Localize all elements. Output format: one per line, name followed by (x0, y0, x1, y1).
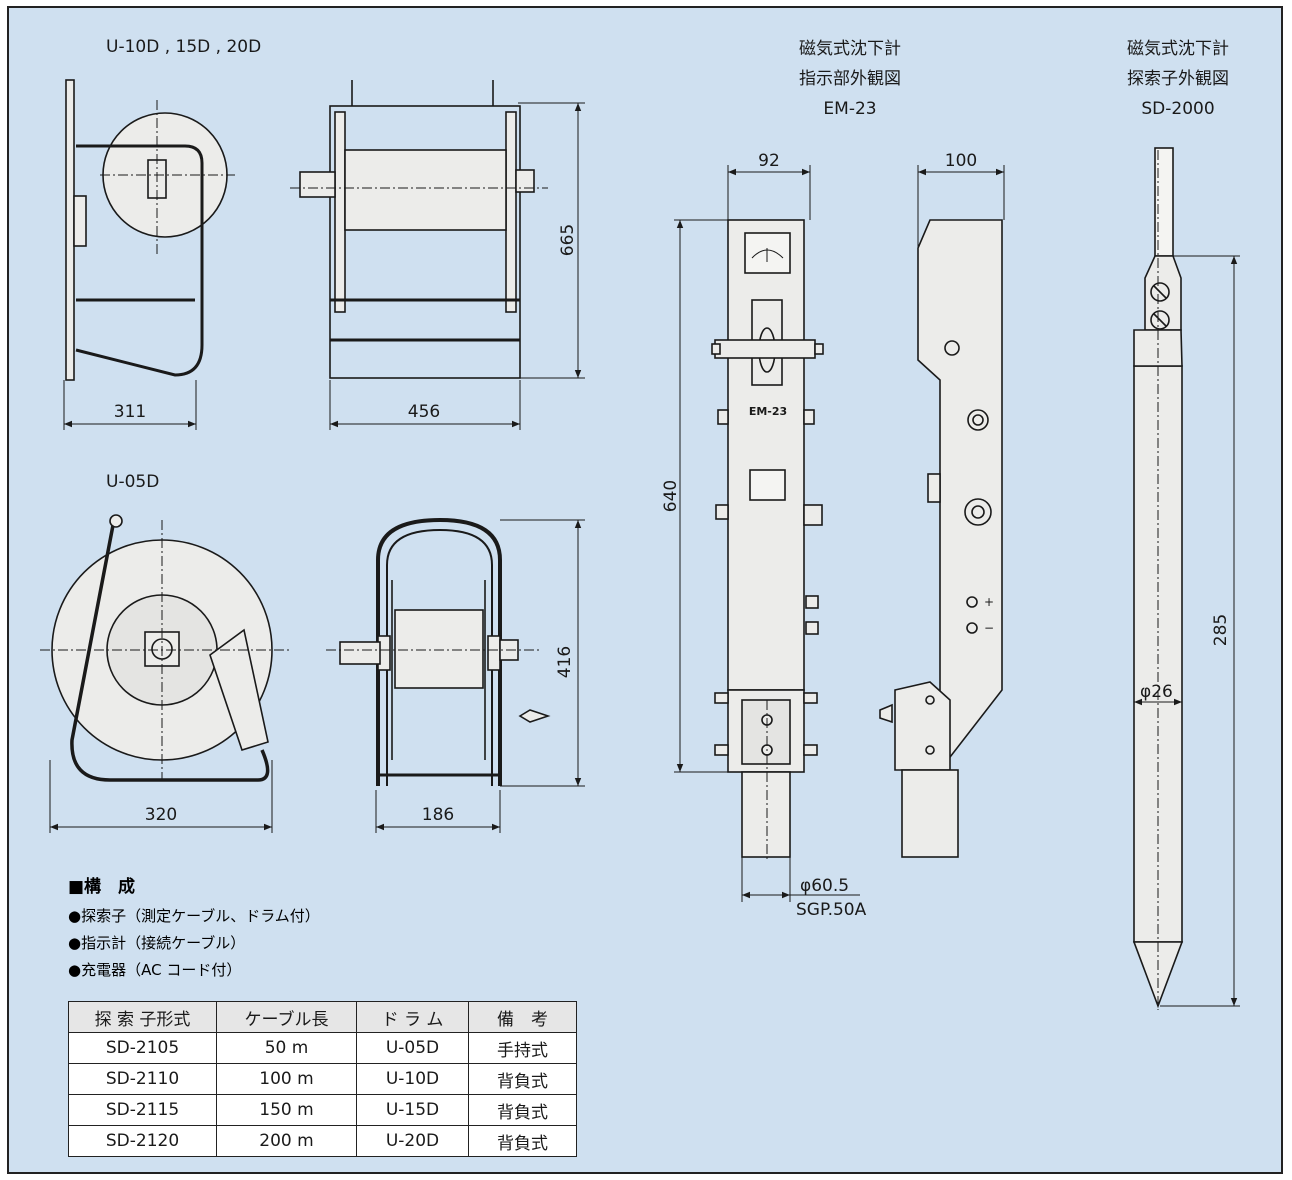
dim-pipe-diameter: φ60.5 (800, 876, 849, 896)
dim-probe-diameter: φ26 (1140, 682, 1173, 702)
title-probe-line2: 探索子外観図 (1127, 69, 1229, 89)
probe-view (1132, 147, 1184, 1010)
title-indicator-line2: 指示部外観図 (799, 69, 901, 89)
table-cell: SD-2110 (68, 1063, 217, 1095)
table-cell: 背負式 (468, 1125, 577, 1157)
parts-item: ●探索子（測定ケーブル、ドラム付） (68, 907, 320, 925)
spec-table: 探 索 子形式 ケーブル長 ド ラ ム 備 考 SD-2105 50 m U-0… (68, 1001, 577, 1157)
indicator-model-label: EM-23 (749, 405, 787, 418)
table-cell: 150 m (216, 1094, 357, 1126)
parts-heading: ■構 成 (68, 877, 136, 897)
dim-indicator-height: 640 (661, 480, 681, 512)
table-cell: U-20D (356, 1125, 469, 1157)
dim-drum-small-height: 416 (555, 646, 575, 678)
table-cell: SD-2105 (68, 1032, 217, 1064)
header-cable-length: ケーブル長 (216, 1001, 357, 1033)
title-probe-line1: 磁気式沈下計 (1127, 39, 1229, 59)
table-row: SD-2120 200 m U-20D 背負式 (68, 1125, 577, 1157)
table-row: SD-2105 50 m U-05D 手持式 (68, 1032, 577, 1064)
table-cell: SD-2115 (68, 1094, 217, 1126)
title-indicator-line3: EM-23 (823, 99, 877, 119)
dim-pipe-spec: SGP.50A (796, 900, 867, 920)
dim-probe-length: 285 (1211, 614, 1231, 646)
table-row: SD-2110 100 m U-10D 背負式 (68, 1063, 577, 1095)
table-header-row: 探 索 子形式 ケーブル長 ド ラ ム 備 考 (68, 1001, 577, 1033)
table-cell: 200 m (216, 1125, 357, 1157)
header-drum: ド ラ ム (356, 1001, 469, 1033)
dim-drum-large-front-width: 311 (114, 402, 146, 422)
table-cell: 50 m (216, 1032, 357, 1064)
dim-indicator-side-width: 100 (945, 151, 977, 171)
parts-item: ●充電器（AC コード付） (68, 961, 242, 979)
title-indicator-line1: 磁気式沈下計 (799, 39, 901, 59)
title-indicator: 磁気式沈下計 指示部外観図 EM-23 (770, 34, 930, 124)
dim-drum-large-height: 665 (558, 224, 578, 256)
table-row: SD-2115 150 m U-15D 背負式 (68, 1094, 577, 1126)
table-cell: 手持式 (468, 1032, 577, 1064)
drum-large-front-view (65, 79, 235, 381)
table-cell: U-15D (356, 1094, 469, 1126)
table-cell: 100 m (216, 1063, 357, 1095)
dimension-lines (49, 102, 1240, 1007)
minus-terminal-label: − (984, 621, 994, 635)
indicator-front-view (711, 219, 824, 860)
table-cell: U-05D (356, 1032, 469, 1064)
parts-list: ■構 成 ●探索子（測定ケーブル、ドラム付） ●指示計（接続ケーブル） ●充電器… (68, 872, 320, 984)
table-cell: 背負式 (468, 1063, 577, 1095)
parts-item: ●指示計（接続ケーブル） (68, 934, 246, 952)
drum-large-side-view (290, 80, 548, 379)
table-cell: U-10D (356, 1063, 469, 1095)
dim-drum-large-side-width: 456 (408, 402, 440, 422)
table-cell: SD-2120 (68, 1125, 217, 1157)
dim-indicator-front-width: 92 (758, 151, 780, 171)
indicator-side-view (879, 219, 1003, 858)
title-probe-line3: SD-2000 (1141, 99, 1215, 119)
title-drum-small: U-05D (106, 472, 160, 492)
dim-drum-small-front-width: 320 (145, 805, 177, 825)
plus-terminal-label: + (984, 595, 994, 609)
title-probe: 磁気式沈下計 探索子外観図 SD-2000 (1098, 34, 1258, 124)
table-cell: 背負式 (468, 1094, 577, 1126)
header-remarks: 備 考 (468, 1001, 577, 1033)
dim-drum-small-side-width: 186 (422, 805, 454, 825)
title-drum-large: U-10D , 15D , 20D (106, 37, 262, 57)
header-probe-model: 探 索 子形式 (68, 1001, 217, 1033)
drum-small-front-view (40, 514, 290, 782)
drum-small-side-view (326, 517, 551, 786)
